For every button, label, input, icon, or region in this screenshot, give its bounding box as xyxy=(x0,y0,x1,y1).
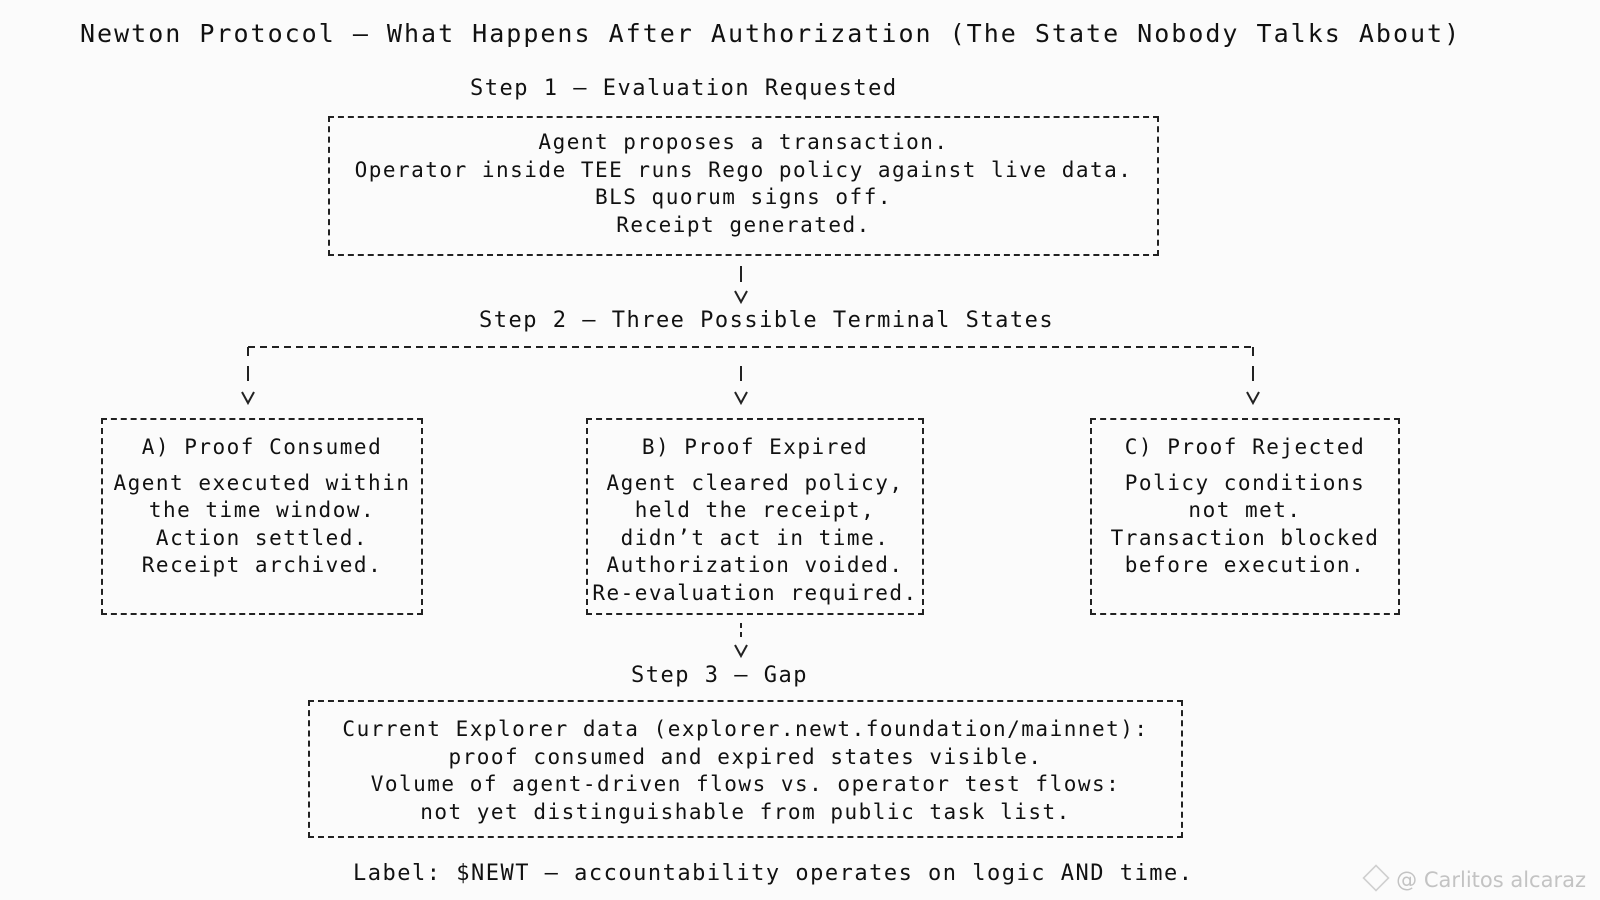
watermark: @ Carlitos alcaraz xyxy=(1362,864,1586,892)
arrow-icon xyxy=(241,391,255,406)
step3-line: Volume of agent-driven flows vs. operato… xyxy=(370,772,1121,796)
arrow-icon xyxy=(734,391,748,406)
state-line: before execution. xyxy=(1124,553,1366,577)
step3-box: Current Explorer data (explorer.newt.fou… xyxy=(308,700,1183,838)
state-box-expired: B) Proof Expired Agent cleared policy, h… xyxy=(586,418,924,615)
state-line: Re-evaluation required. xyxy=(592,580,918,605)
watermark-text: @ Carlitos alcaraz xyxy=(1396,868,1586,892)
arrow-icon xyxy=(734,644,748,659)
state-line: Receipt archived. xyxy=(141,553,383,577)
footer-label: Label: $NEWT — accountability operates o… xyxy=(353,861,1194,886)
step3-heading: Step 3 — Gap xyxy=(631,663,808,688)
state-line: Policy conditions xyxy=(1124,470,1366,495)
state-line: Agent cleared policy, xyxy=(606,470,904,495)
arrow-icon xyxy=(734,290,748,305)
step3-line: Current Explorer data (explorer.newt.fou… xyxy=(342,717,1149,741)
arrow-icon xyxy=(1246,391,1260,406)
state-box-consumed: A) Proof Consumed Agent executed within … xyxy=(101,418,423,615)
step1-line: Agent proposes a transaction. xyxy=(538,130,949,154)
state-line: the time window. xyxy=(148,498,376,522)
step1-line: Operator inside TEE runs Rego policy aga… xyxy=(354,157,1133,182)
state-line: held the receipt, xyxy=(634,498,876,522)
state-line: didn’t act in time. xyxy=(620,525,890,550)
state-title: C) Proof Rejected xyxy=(1124,435,1366,459)
logo-icon xyxy=(1362,864,1390,892)
state-box-rejected: C) Proof Rejected Policy conditions not … xyxy=(1090,418,1400,615)
state-line: Action settled. xyxy=(155,525,369,550)
step1-line: BLS quorum signs off. xyxy=(594,185,892,209)
step1-box: Agent proposes a transaction. Operator i… xyxy=(328,116,1159,256)
step3-line: proof consumed and expired states visibl… xyxy=(448,744,1043,769)
state-title: B) Proof Expired xyxy=(641,435,869,459)
step1-line: Receipt generated. xyxy=(616,212,871,237)
page-title: Newton Protocol — What Happens After Aut… xyxy=(80,19,1462,48)
state-line: Authorization voided. xyxy=(606,553,904,577)
state-title: A) Proof Consumed xyxy=(141,435,383,459)
state-line: Transaction blocked xyxy=(1110,525,1380,550)
step1-heading: Step 1 — Evaluation Requested xyxy=(470,76,898,101)
step3-line: not yet distinguishable from public task… xyxy=(420,799,1071,824)
state-line: Agent executed within xyxy=(113,470,411,495)
state-line: not met. xyxy=(1188,498,1302,522)
step2-heading: Step 2 — Three Possible Terminal States xyxy=(479,308,1055,333)
